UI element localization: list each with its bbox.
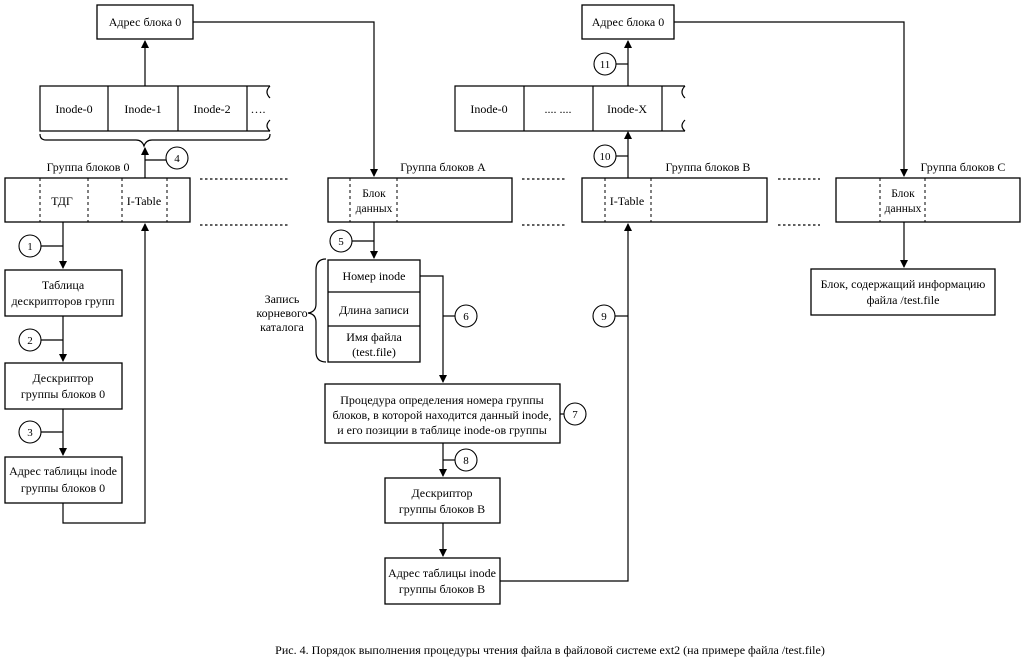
svg-text:Процедура определения номера г: Процедура определения номера группы (340, 393, 544, 407)
svg-text:группы блоков B: группы блоков B (399, 502, 485, 516)
figure-caption: Рис. 4. Порядок выполнения процедуры чте… (275, 643, 825, 657)
step-7 (563, 402, 587, 426)
dir-record-length: Длина записи (339, 303, 409, 317)
dir-record (327, 259, 421, 363)
inode-ellipsis-right: .... .... (545, 102, 572, 116)
svg-text:11: 11 (600, 59, 611, 71)
groupB-descriptor (384, 477, 501, 524)
group0-tdg: ТДГ (51, 194, 73, 208)
svg-text:Таблица: Таблица (42, 278, 85, 292)
step-11 (593, 52, 617, 76)
dir-record-brace (307, 258, 327, 363)
groupA-box (327, 177, 513, 223)
svg-text:9: 9 (601, 311, 607, 323)
svg-text:блоков, в которой находится да: блоков, в которой находится данный inode… (332, 408, 551, 422)
svg-text:5: 5 (338, 236, 344, 248)
groupC-box (835, 177, 1021, 223)
groupC-block-label1: Блок (891, 188, 915, 200)
svg-text:6: 6 (463, 311, 469, 323)
inode-x-right: Inode-X (607, 102, 647, 116)
inode-table-right: Inode-0 .... .... Inode-X (454, 85, 686, 132)
step-9 (592, 304, 616, 328)
groupA-block-label2: данных (356, 203, 393, 215)
inode-0-left: Inode-0 (55, 102, 92, 116)
group0-box (4, 177, 191, 223)
group0-itable: I-Table (127, 194, 161, 208)
file-data-block (810, 268, 996, 316)
inode-table-left: Inode-0 Inode-1 Inode-2 …. (39, 85, 271, 132)
group0-title: Группа блоков 0 (47, 160, 130, 174)
groupA-block-label1: Блок (362, 188, 386, 200)
brace-left (39, 133, 271, 148)
svg-text:7: 7 (572, 409, 578, 421)
dir-record-label2: корневого (256, 306, 307, 320)
dir-record-inode: Номер inode (342, 269, 405, 283)
svg-text:Дескриптор: Дескриптор (32, 371, 93, 385)
dir-record-label1: Запись (265, 292, 300, 306)
inode-ellipsis-left: …. (251, 102, 266, 116)
dir-record-label3: каталога (260, 320, 304, 334)
svg-text:и его позиции в таблице inode-: и его позиции в таблице inode-ов группы (337, 423, 547, 437)
groupB-itable: I-Table (610, 194, 644, 208)
arrow-inode-to-procedure (420, 275, 447, 383)
step-6 (454, 304, 478, 328)
svg-text:10: 10 (600, 151, 612, 163)
svg-text:Адрес таблицы inode: Адрес таблицы inode (9, 464, 117, 478)
groupB-title: Группа блоков B (666, 160, 751, 174)
inode-0-right: Inode-0 (470, 102, 507, 116)
step-1 (18, 234, 42, 258)
procedure-box (324, 383, 561, 444)
svg-text:2: 2 (27, 335, 33, 347)
groupA-title: Группа блоков A (400, 160, 486, 174)
block-address-left-label: Адрес блока 0 (109, 15, 182, 29)
inode-2-left: Inode-2 (193, 102, 230, 116)
svg-text:группы блоков 0: группы блоков 0 (21, 387, 105, 401)
group0-descriptor (4, 362, 123, 410)
svg-text:Адрес таблицы inode: Адрес таблицы inode (388, 566, 496, 580)
block-address-right-label: Адрес блока 0 (592, 15, 665, 29)
step-5 (329, 229, 353, 253)
svg-text:8: 8 (463, 455, 469, 467)
svg-text:1: 1 (27, 241, 33, 253)
arrow-to-itableB (500, 223, 632, 582)
inode-1-left: Inode-1 (124, 102, 161, 116)
groupB-box (581, 177, 768, 223)
svg-text:группы блоков 0: группы блоков 0 (21, 481, 105, 495)
svg-text:Дескриптор: Дескриптор (411, 486, 472, 500)
step-2 (18, 328, 42, 352)
svg-text:4: 4 (174, 153, 180, 165)
dir-record-name1: Имя файла (346, 330, 402, 344)
step-10 (593, 144, 617, 168)
group0-inode-table-address (4, 456, 123, 504)
dir-record-name2: (test.file) (352, 345, 396, 359)
step-4 (165, 146, 189, 170)
arrow-address-to-groupC (674, 21, 908, 177)
step-8 (454, 448, 478, 472)
groupC-block-label2: данных (885, 203, 922, 215)
block-address-left (96, 4, 194, 40)
svg-text:группы блоков B: группы блоков B (399, 582, 485, 596)
group-descriptor-table (4, 269, 123, 317)
groupB-inode-table-address (384, 557, 501, 605)
svg-text:3: 3 (27, 427, 33, 439)
svg-text:файла /test.file: файла /test.file (867, 293, 940, 307)
arrow-to-itable0 (62, 223, 149, 524)
svg-text:Блок, содержащий информацию: Блок, содержащий информацию (821, 277, 986, 291)
step-3 (18, 420, 42, 444)
groupC-title: Группа блоков C (921, 160, 1006, 174)
arrow-address-to-groupA (193, 21, 378, 177)
svg-text:дескрипторов групп: дескрипторов групп (11, 294, 115, 308)
